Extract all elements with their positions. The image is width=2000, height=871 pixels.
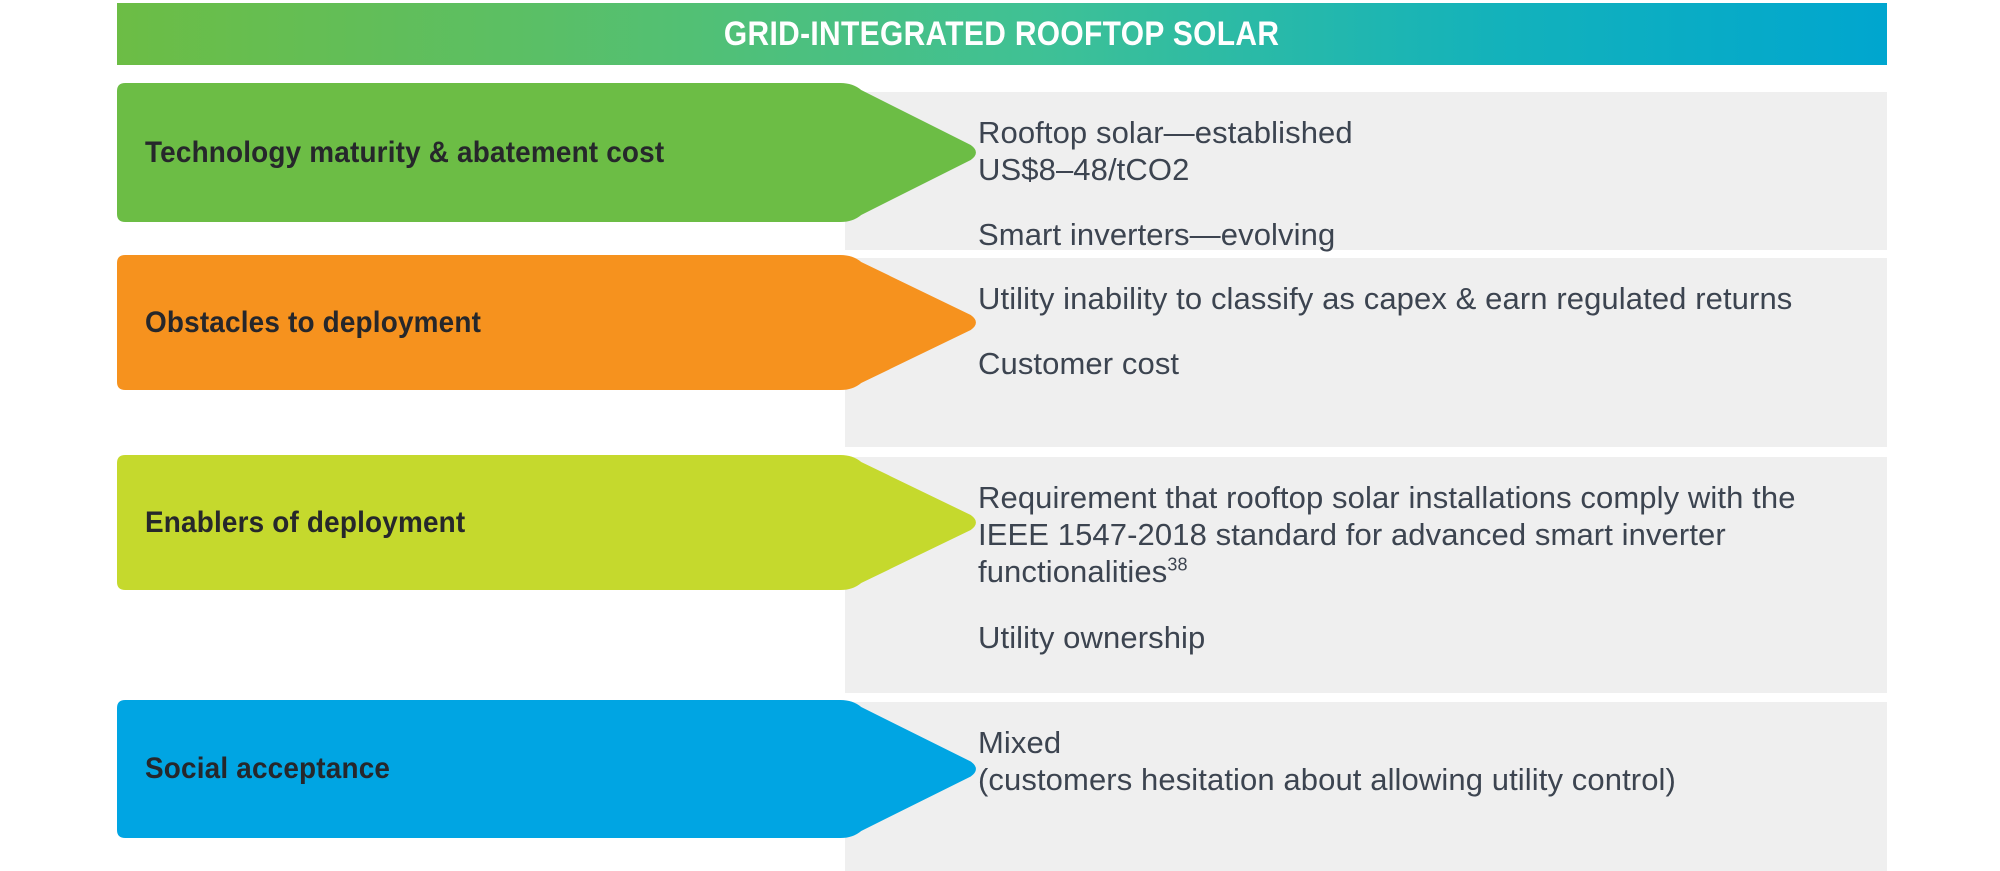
footnote-marker: 38 — [1167, 555, 1188, 576]
arrow-label-text: Technology maturity & abatement cost — [145, 135, 665, 169]
arrow-label-text: Obstacles to deployment — [145, 305, 482, 339]
arrow-shape-icon — [117, 455, 976, 590]
panel-paragraph: Customer cost — [978, 346, 1180, 382]
content-panel-2: Utility inability to classify as capex &… — [845, 258, 1887, 447]
arrow-label-text: Enablers of deployment — [145, 505, 466, 539]
arrow-label-text: Social acceptance — [145, 752, 391, 785]
content-panel-1: Rooftop solar—established US$8–48/tCO2 S… — [845, 92, 1887, 253]
arrow-label-enablers[interactable]: Enablers of deployment — [117, 455, 978, 590]
panel-paragraph: Mixed (customers hesitation about allowi… — [978, 725, 1676, 798]
panel-paragraph: Utility inability to classify as capex &… — [978, 281, 1793, 316]
arrow-label-technology-maturity[interactable]: Technology maturity & abatement cost — [117, 83, 978, 222]
panel-paragraph: Requirement that rooftop solar installat… — [978, 479, 1853, 591]
arrow-label-obstacles[interactable]: Obstacles to deployment — [117, 255, 978, 390]
page-title: GRID-INTEGRATED ROOFTOP SOLAR — [724, 14, 1280, 53]
panel-paragraph: Utility ownership — [978, 619, 1206, 655]
panel-paragraph-body: Requirement that rooftop solar installat… — [978, 480, 1796, 590]
arrow-shape-icon — [117, 255, 976, 390]
panel-paragraph: Rooftop solar—established US$8–48/tCO2 — [978, 115, 1353, 188]
header-banner: GRID-INTEGRATED ROOFTOP SOLAR — [117, 3, 1887, 65]
arrow-shape-icon — [117, 700, 976, 838]
arrow-shape-icon — [117, 83, 976, 222]
content-panel-4: Mixed (customers hesitation about allowi… — [845, 702, 1887, 871]
panel-paragraph: Smart inverters—evolving — [978, 217, 1336, 253]
content-panel-3: Requirement that rooftop solar installat… — [845, 457, 1887, 693]
arrow-label-social-acceptance[interactable]: Social acceptance — [117, 700, 978, 838]
